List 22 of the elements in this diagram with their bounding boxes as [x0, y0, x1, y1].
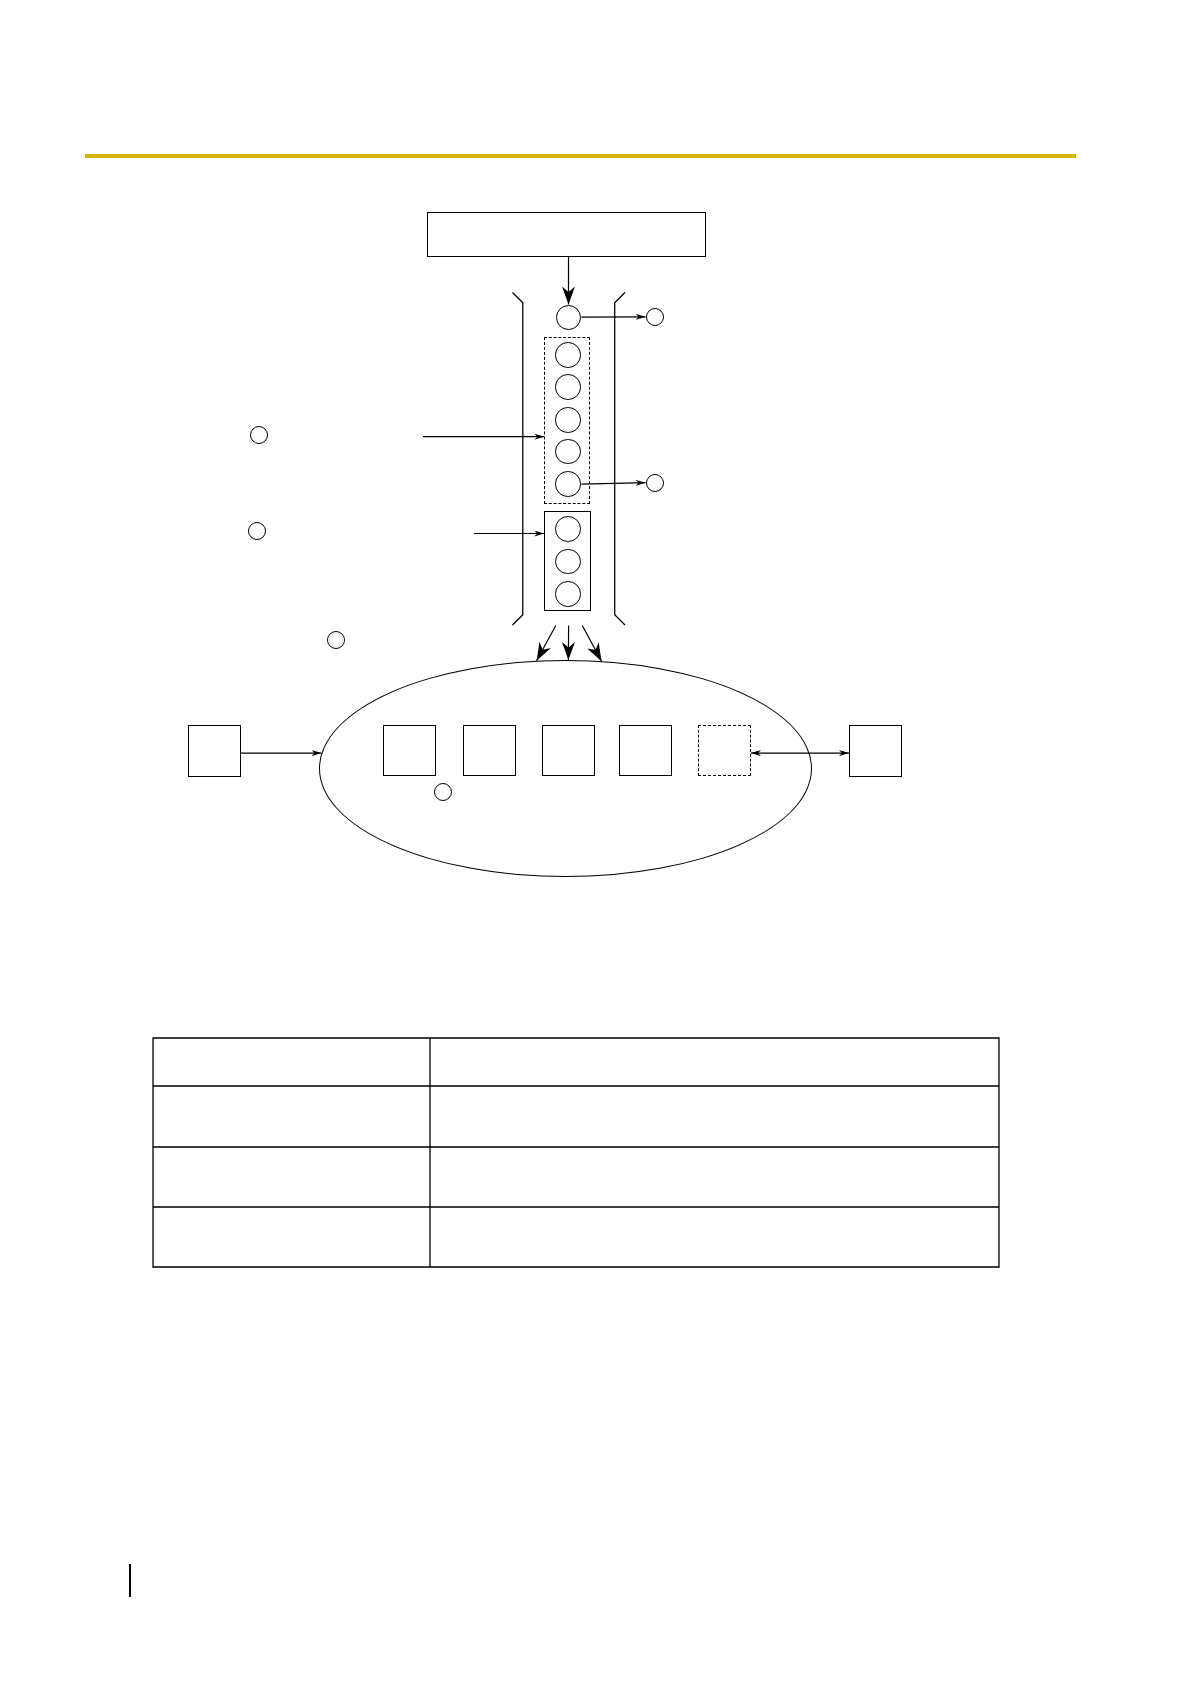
- arrow: [473, 530, 545, 537]
- queue-channel: [512, 292, 626, 626]
- ellipse-group: [319, 660, 812, 877]
- double-arrow: [750, 750, 850, 757]
- dashed-group-box: [544, 337, 591, 504]
- arrow: [562, 624, 575, 661]
- arrow: [580, 479, 647, 486]
- square-node: [188, 725, 241, 777]
- square-node: [542, 724, 595, 777]
- arrow: [562, 256, 575, 306]
- header-box: [427, 212, 706, 257]
- square-node: [463, 724, 516, 777]
- arrow: [581, 624, 603, 662]
- square-node: [849, 725, 902, 777]
- arrow: [536, 624, 557, 662]
- square-node: [619, 724, 672, 777]
- arrow: [580, 313, 647, 320]
- arrow: [240, 750, 323, 757]
- square-node: [383, 724, 436, 777]
- arrow: [422, 433, 545, 440]
- group-box: [544, 511, 591, 611]
- dashed-square-node: [698, 724, 751, 777]
